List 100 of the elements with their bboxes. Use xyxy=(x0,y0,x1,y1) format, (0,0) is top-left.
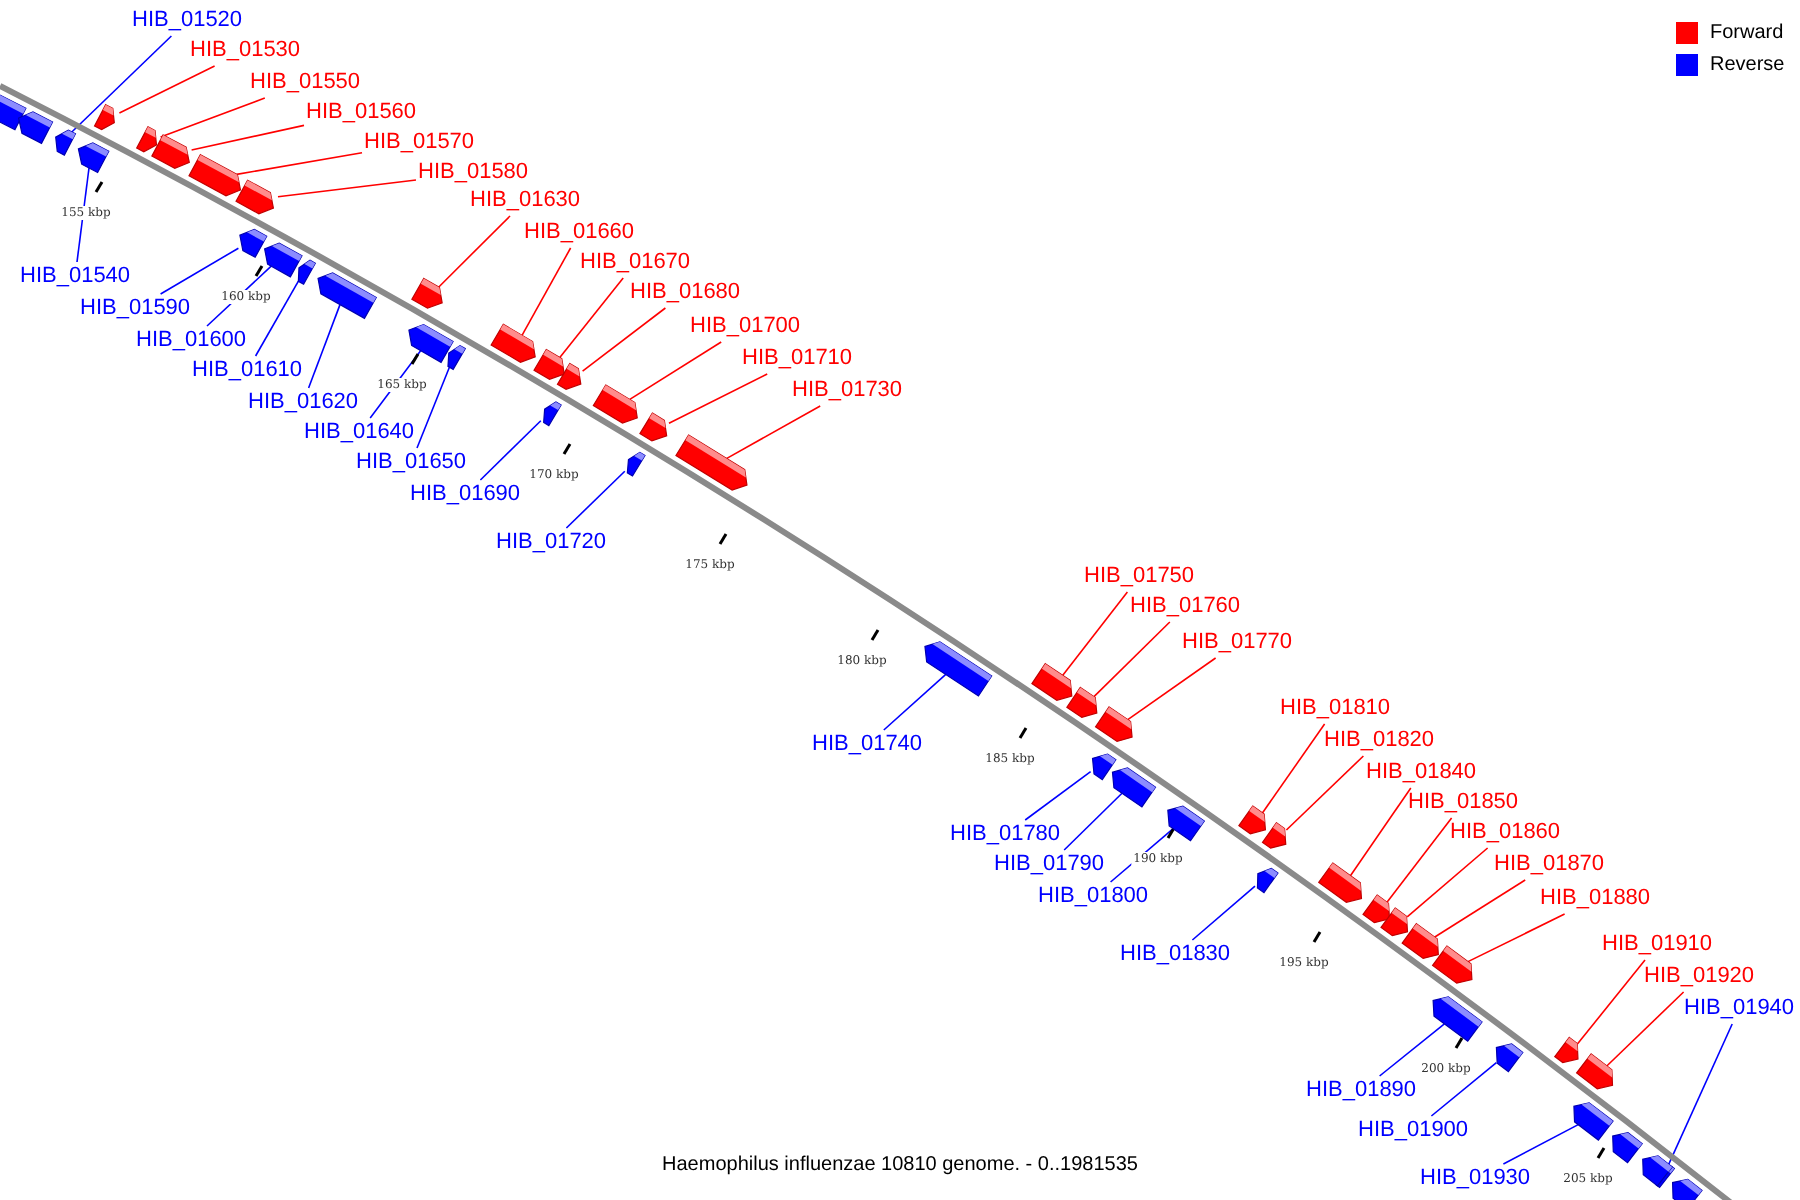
gene-label: HIB_01830 xyxy=(1120,942,1231,968)
gene-label: HIB_01810 xyxy=(1280,696,1391,722)
gene-label: HIB_01560 xyxy=(306,100,417,126)
gene-block xyxy=(1091,753,1117,781)
gene-label: HIB_01540 xyxy=(20,264,131,290)
gene-block xyxy=(490,323,536,363)
gene-label: HIB_01860 xyxy=(1450,820,1561,846)
gene-block xyxy=(592,384,638,424)
caption: Haemophilus influenzae 10810 genome. - 0..1981535 xyxy=(662,1154,1138,1176)
gene-block xyxy=(1111,767,1157,808)
leader-line xyxy=(416,366,451,449)
gene-block xyxy=(135,126,158,153)
gene-label: HIB_01580 xyxy=(418,160,529,186)
legend-label: Forward xyxy=(1710,21,1784,43)
gene-label: HIB_01630 xyxy=(470,188,581,214)
gene-block xyxy=(1495,1043,1524,1073)
leader-line xyxy=(235,152,363,176)
gene-block xyxy=(626,451,646,477)
gene-label: HIB_01570 xyxy=(364,130,475,156)
gene-label: HIB_01740 xyxy=(812,732,923,758)
gene-block xyxy=(1573,1102,1614,1141)
gene-label: HIB_01870 xyxy=(1494,852,1605,878)
gene-label: HIB_01730 xyxy=(792,378,903,404)
gene-label: HIB_01670 xyxy=(580,250,691,276)
leader-line xyxy=(629,341,722,401)
gene-label: HIB_01710 xyxy=(742,346,853,372)
gene-label: HIB_01660 xyxy=(524,220,635,246)
leader-line xyxy=(565,470,626,529)
gene-block xyxy=(1317,862,1363,903)
leader-line xyxy=(1127,657,1217,721)
leader-line xyxy=(190,124,305,151)
leader-line xyxy=(1093,621,1171,698)
leader-line xyxy=(1606,991,1685,1067)
leader-line xyxy=(71,35,173,133)
leader-line xyxy=(1386,817,1453,903)
gene-label: HIB_01900 xyxy=(1358,1118,1469,1144)
gene-block xyxy=(235,179,275,215)
gene-label: HIB_01720 xyxy=(496,530,607,556)
legend-label: Reverse xyxy=(1710,53,1785,75)
gene-label: HIB_01780 xyxy=(950,822,1061,848)
gene-block xyxy=(55,129,77,156)
leader-line xyxy=(118,65,216,114)
gene-block xyxy=(93,103,115,131)
gene-label: HIB_01940 xyxy=(1684,996,1795,1022)
gene-block xyxy=(411,277,443,309)
gene-block xyxy=(1261,822,1287,849)
gene-label: HIB_01620 xyxy=(248,390,359,416)
gene-block xyxy=(1256,867,1279,894)
gene-label: HIB_01820 xyxy=(1324,728,1435,754)
gene-label: HIB_01760 xyxy=(1130,594,1241,620)
leader-line xyxy=(438,215,511,288)
gene-block xyxy=(1575,1053,1614,1090)
gene-block xyxy=(1671,1178,1703,1200)
leader-line xyxy=(521,247,572,337)
leader-line xyxy=(254,280,300,357)
gene-block xyxy=(675,434,748,491)
gene-label: HIB_01690 xyxy=(410,482,521,508)
gene-block xyxy=(1066,686,1098,719)
gene-block xyxy=(317,272,378,320)
gene-block xyxy=(556,362,582,390)
gene-label: HIB_01750 xyxy=(1084,564,1195,590)
leader-line xyxy=(668,373,768,424)
leader-line xyxy=(1434,879,1526,938)
leader-line xyxy=(479,420,542,481)
gene-label: HIB_01680 xyxy=(630,280,741,306)
gene-label: HIB_01610 xyxy=(192,358,303,384)
gene-block xyxy=(1612,1132,1644,1164)
leader-line xyxy=(1024,770,1092,821)
gene-label: HIB_01890 xyxy=(1306,1078,1417,1104)
leader-line xyxy=(1261,723,1326,814)
gene-label: HIB_01520 xyxy=(132,8,243,34)
gene-label: HIB_01640 xyxy=(304,420,415,446)
gene-label: HIB_01880 xyxy=(1540,886,1651,912)
gene-block xyxy=(297,259,317,285)
gene-block xyxy=(408,323,454,364)
gene-block xyxy=(1238,805,1267,835)
gene-label: HIB_01600 xyxy=(136,328,247,354)
leader-line xyxy=(307,303,341,389)
gene-block xyxy=(188,153,242,197)
leader-line xyxy=(1349,787,1412,877)
leader-line xyxy=(1430,1061,1498,1117)
leader-line xyxy=(1668,1023,1733,1165)
leader-line xyxy=(1063,792,1123,851)
gene-block xyxy=(77,142,110,174)
gene-label: HIB_01770 xyxy=(1182,630,1293,656)
leader-line xyxy=(883,673,947,731)
leader-line xyxy=(1467,913,1566,963)
gene-label: HIB_01530 xyxy=(190,38,301,64)
leader-line xyxy=(1061,591,1129,677)
leader-line xyxy=(277,179,417,198)
gene-label: HIB_01590 xyxy=(80,296,191,322)
gene-block xyxy=(639,412,668,442)
gene-block xyxy=(1362,894,1391,924)
gene-label: HIB_01930 xyxy=(1420,1166,1531,1192)
leader-line xyxy=(1406,847,1489,918)
leader-line xyxy=(1191,885,1256,941)
gene-block xyxy=(1380,907,1409,937)
gene-block xyxy=(1553,1036,1579,1064)
leader-line xyxy=(1285,755,1365,831)
leader-line xyxy=(1576,959,1646,1045)
